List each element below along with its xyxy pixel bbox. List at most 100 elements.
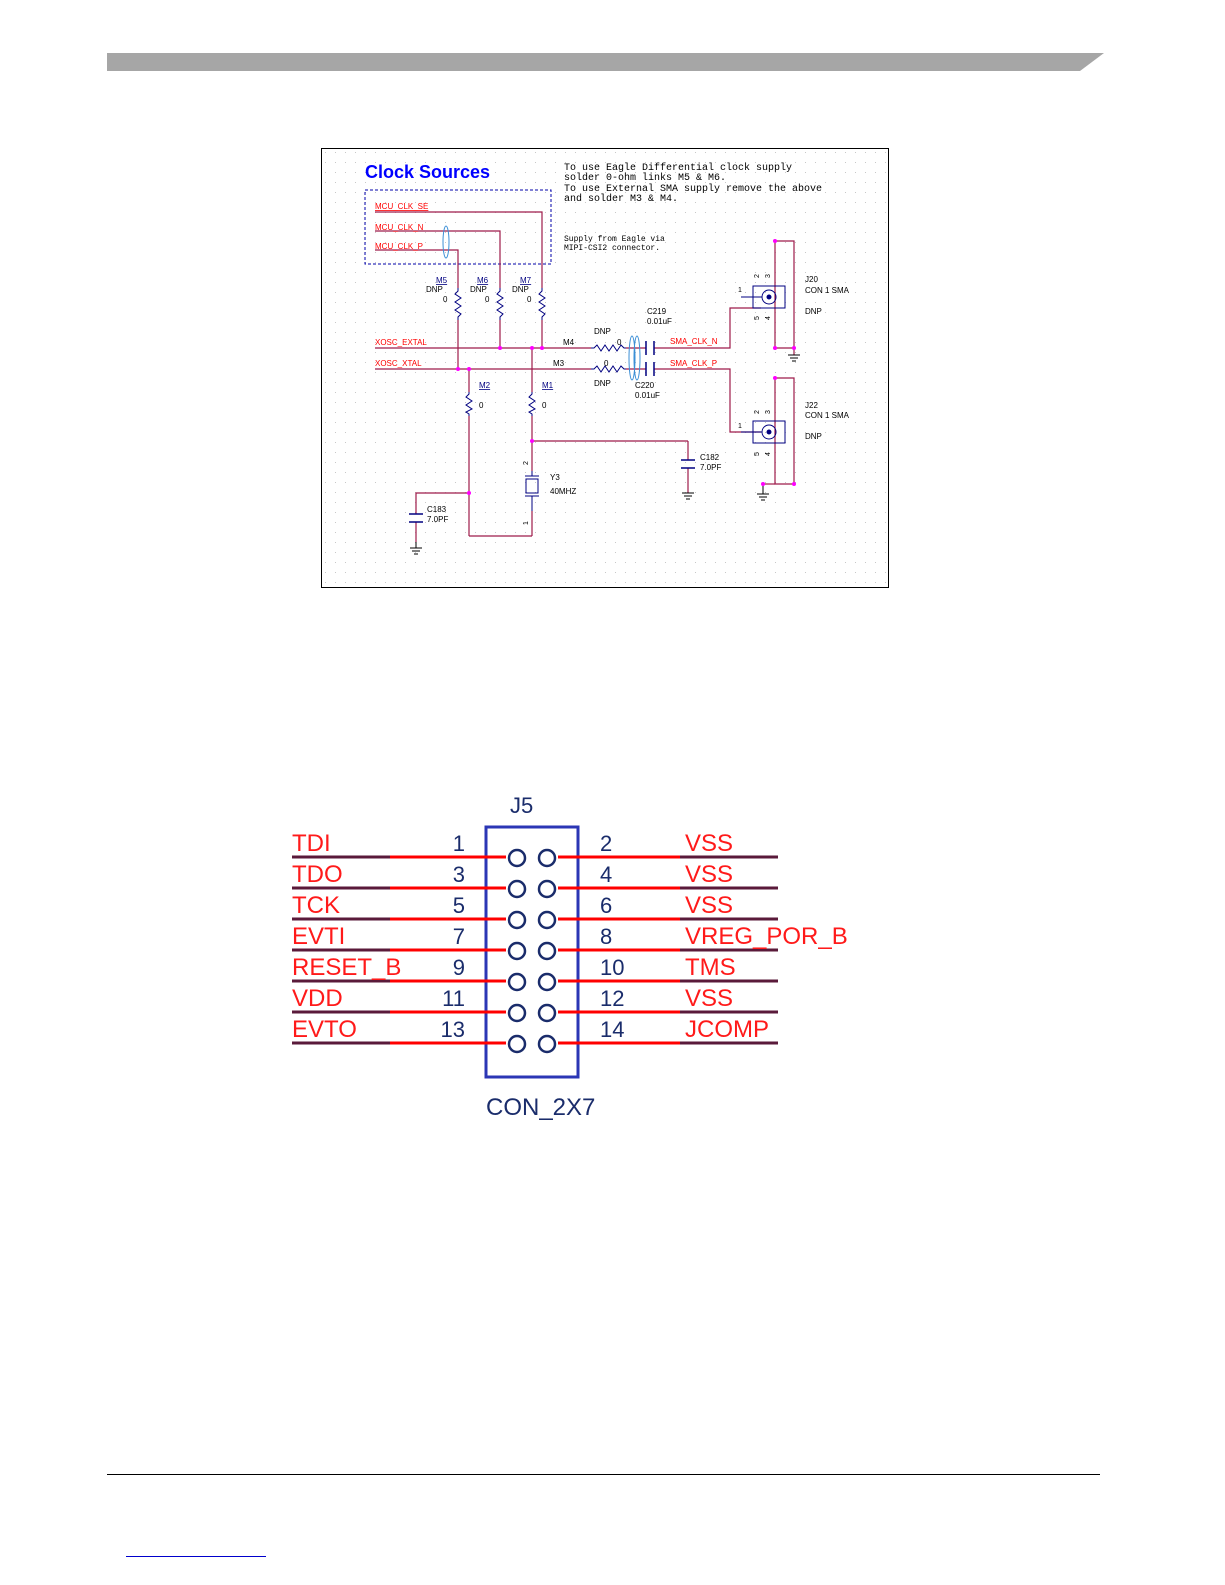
m3-value: 0 bbox=[604, 359, 609, 368]
j20-dnp: DNP bbox=[805, 307, 822, 316]
pin-circle-right bbox=[537, 1034, 557, 1054]
resistor-m1 bbox=[528, 392, 536, 416]
net-xosc-xtal: XOSC_XTAL bbox=[375, 359, 422, 368]
clock-title: Clock Sources bbox=[365, 162, 490, 182]
j22-type: CON 1 SMA bbox=[805, 411, 850, 420]
net-mcu-clk-n: MCU_CLK_N bbox=[375, 223, 424, 232]
ground-symbol-c182 bbox=[682, 492, 694, 500]
crystal-y3 bbox=[525, 471, 539, 511]
jtag-right-signal: JCOMP bbox=[685, 1016, 769, 1043]
pin-circle-right bbox=[537, 941, 557, 961]
jtag-left-signal: EVTO bbox=[292, 1016, 357, 1043]
junction-dot bbox=[792, 482, 796, 486]
pin-circle-left bbox=[507, 941, 527, 961]
jtag-left-signal: TDI bbox=[292, 830, 331, 857]
junction-dot bbox=[773, 376, 777, 380]
ground-symbol-j22 bbox=[757, 484, 769, 501]
resistor-m3 bbox=[591, 365, 626, 373]
m6-dnp: DNP bbox=[470, 285, 487, 294]
ground-symbol-j20 bbox=[788, 354, 800, 362]
c183-ref: C183 bbox=[427, 505, 447, 514]
y3-value: 40MHZ bbox=[550, 487, 576, 496]
jtag-left-pin: 1 bbox=[453, 831, 465, 856]
net-xosc-extal: XOSC_EXTAL bbox=[375, 338, 427, 347]
jtag-right-signal: VSS bbox=[685, 830, 733, 857]
c220-ref: C220 bbox=[635, 381, 655, 390]
pin-circle-left bbox=[507, 848, 527, 868]
c219-value: 0.01uF bbox=[647, 317, 672, 326]
jtag-right-pin: 10 bbox=[600, 955, 624, 980]
m4-dnp: DNP bbox=[594, 327, 611, 336]
junction-dot bbox=[530, 346, 534, 350]
footer-rule bbox=[107, 1474, 1100, 1475]
supply-note-line-2: MIPI-CSI2 connector. bbox=[564, 244, 660, 253]
net-mcu-clk-p: MCU_CLK_P bbox=[375, 242, 423, 251]
junction-dot bbox=[792, 346, 796, 350]
jtag-left-signal: VDD bbox=[292, 985, 343, 1012]
jtag-left-pin: 5 bbox=[453, 893, 465, 918]
j5-ref: J5 bbox=[510, 793, 533, 818]
wire-mcu-clk-p bbox=[375, 249, 459, 288]
y3-pin1: 1 bbox=[523, 521, 530, 525]
j22-ref: J22 bbox=[805, 401, 818, 410]
c220-value: 0.01uF bbox=[635, 391, 660, 400]
footer-link-underline bbox=[126, 1556, 266, 1557]
y3-ref: Y3 bbox=[550, 473, 560, 482]
junction-dot bbox=[773, 346, 777, 350]
supply-note-line-1: Supply from Eagle via bbox=[564, 235, 665, 244]
pin-circle-left bbox=[507, 1003, 527, 1023]
junction-dot bbox=[540, 346, 544, 350]
m6-value: 0 bbox=[485, 295, 490, 304]
m1-value: 0 bbox=[542, 401, 547, 410]
jtag-right-signal: VREG_POR_B bbox=[685, 923, 848, 950]
clock-note-line-3: To use External SMA supply remove the ab… bbox=[564, 183, 822, 195]
jtag-left-pin: 3 bbox=[453, 862, 465, 887]
pin-circle-right bbox=[537, 910, 557, 930]
m5-dnp: DNP bbox=[426, 285, 443, 294]
resistor-m4 bbox=[591, 344, 626, 352]
jtag-right-pin: 2 bbox=[600, 831, 612, 856]
j20-ref: J20 bbox=[805, 275, 818, 284]
m7-value: 0 bbox=[527, 295, 532, 304]
clock-note-line-2: solder 0-ohm links M5 & M6. bbox=[564, 172, 726, 184]
j20-pin4: 4 bbox=[765, 316, 772, 320]
net-sma-clk-p: SMA_CLK_P bbox=[670, 359, 717, 368]
junction-dot bbox=[761, 482, 765, 486]
jtag-left-pin: 13 bbox=[441, 1017, 465, 1042]
m3-ref: M3 bbox=[553, 359, 565, 368]
junction-dot bbox=[467, 491, 471, 495]
jtag-right-signal: VSS bbox=[685, 861, 733, 888]
junction-dot bbox=[498, 346, 502, 350]
m1-ref: M1 bbox=[542, 381, 554, 390]
junction-dot bbox=[773, 239, 777, 243]
j5-body bbox=[484, 825, 580, 1079]
ground-symbol-c183 bbox=[410, 542, 422, 555]
wire-mcu-clk-n bbox=[375, 230, 501, 288]
jtag-right-signal: TMS bbox=[685, 954, 736, 981]
pin-circle-left bbox=[507, 910, 527, 930]
net-mcu-clk-se: MCU_CLK_SE bbox=[375, 202, 428, 211]
junction-dot bbox=[530, 439, 534, 443]
junction-dot bbox=[456, 367, 460, 371]
jtag-right-pin: 4 bbox=[600, 862, 612, 887]
pin-circle-left bbox=[507, 879, 527, 899]
pin-circle-right bbox=[537, 879, 557, 899]
c219-ref: C219 bbox=[647, 307, 667, 316]
j22-pin1: 1 bbox=[738, 423, 742, 430]
m7-dnp: DNP bbox=[512, 285, 529, 294]
j20-pin2: 2 bbox=[754, 274, 761, 278]
j22-pin4: 4 bbox=[765, 452, 772, 456]
m5-ref: M5 bbox=[436, 276, 448, 285]
pin-circle-right bbox=[537, 972, 557, 992]
jtag-left-signal: EVTI bbox=[292, 923, 345, 950]
junction-dot bbox=[467, 367, 471, 371]
j22-pin3: 3 bbox=[765, 410, 772, 414]
j20-pin3: 3 bbox=[765, 274, 772, 278]
j20-type: CON 1 SMA bbox=[805, 286, 850, 295]
jtag-right-pin: 8 bbox=[600, 924, 612, 949]
resistor-m7 bbox=[538, 288, 546, 320]
pin-circle-right bbox=[537, 1003, 557, 1023]
jtag-right-pin: 14 bbox=[600, 1017, 624, 1042]
wire-mcu-clk-se bbox=[375, 211, 543, 288]
